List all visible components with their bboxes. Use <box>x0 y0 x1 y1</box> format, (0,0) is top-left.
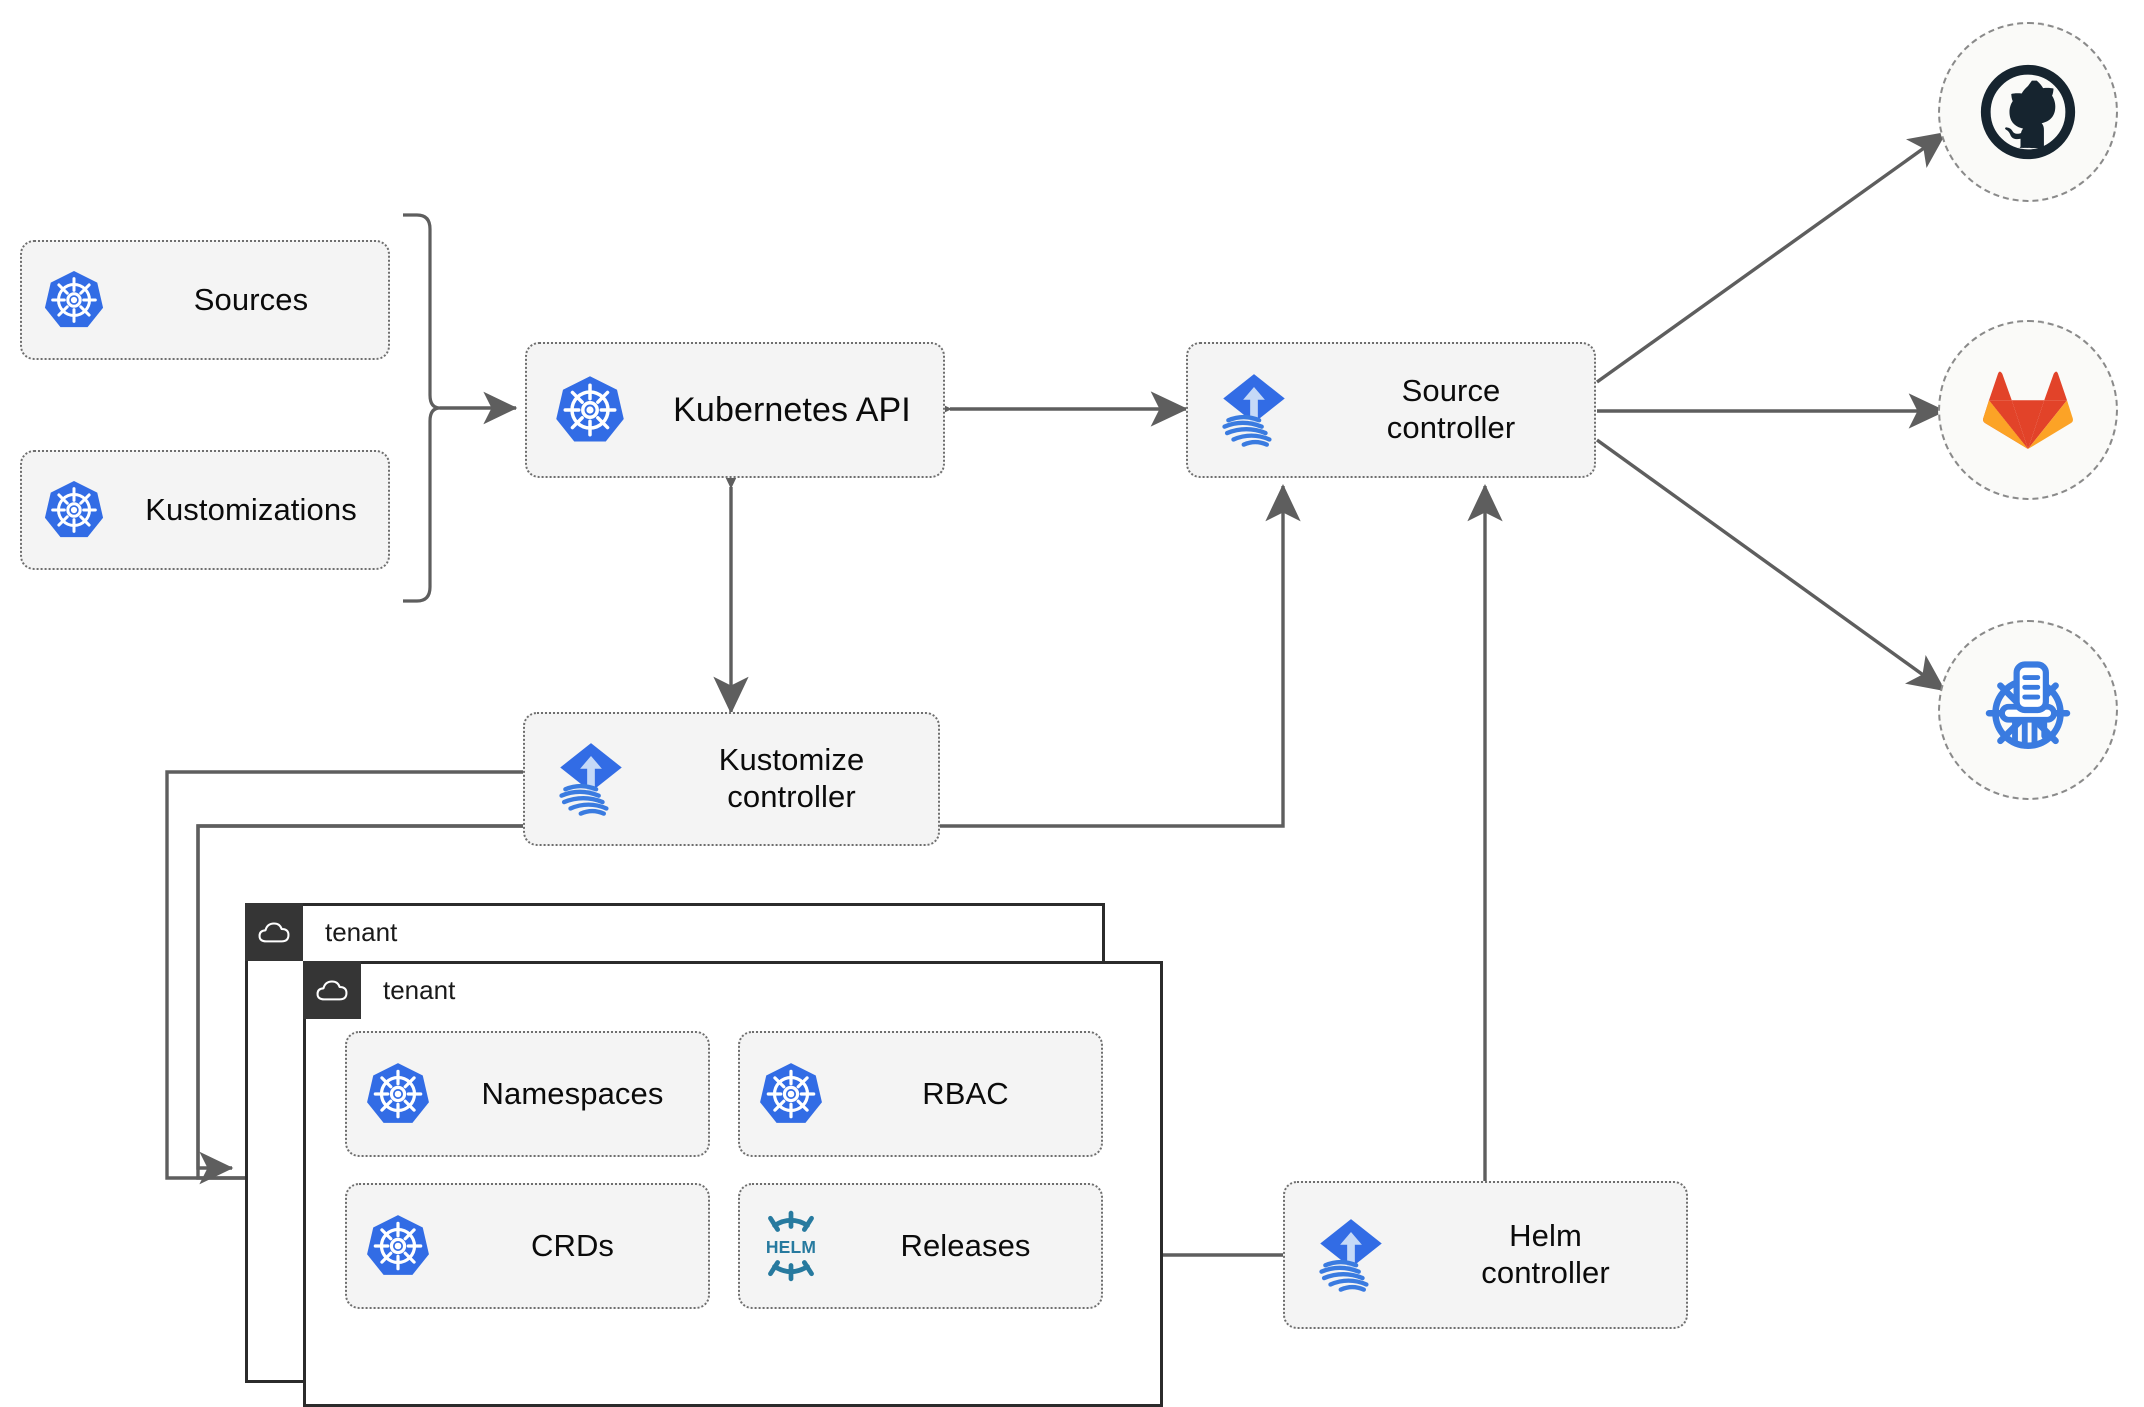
flux-icon <box>1188 369 1320 451</box>
tenant-header: tenant <box>245 903 397 961</box>
cloud-icon <box>245 903 303 961</box>
card-helm-controller[interactable]: Helm controller <box>1283 1181 1688 1329</box>
card-kustomize-controller[interactable]: Kustomize controller <box>523 712 940 846</box>
kubernetes-icon <box>22 479 126 541</box>
card-label: RBAC <box>922 1075 1009 1111</box>
card-label: Kustomize controller <box>718 742 865 814</box>
tenant-header: tenant <box>303 961 455 1019</box>
card-label: Source controller <box>1386 373 1516 445</box>
tenant-label: tenant <box>325 916 398 947</box>
edge-kustomize-to-source <box>940 483 1301 828</box>
card-label: Kubernetes API <box>673 390 911 429</box>
svg-text:HELM: HELM <box>766 1237 816 1257</box>
card-label: Kustomizations <box>145 491 357 527</box>
gitlab-icon <box>1983 371 2073 449</box>
kubernetes-icon <box>22 269 126 331</box>
helm-icon: HELM <box>740 1209 842 1283</box>
provider-helm-repository[interactable] <box>1938 620 2118 800</box>
card-label: Helm controller <box>1481 1218 1610 1290</box>
card-kubernetes-api[interactable]: Kubernetes API <box>525 342 945 478</box>
tenant-container-inner[interactable]: tenant Namespaces <box>303 961 1163 1407</box>
card-sources[interactable]: Sources <box>20 240 390 360</box>
github-icon <box>1980 64 2076 160</box>
kubernetes-icon <box>527 374 653 446</box>
kubernetes-icon <box>347 1213 449 1279</box>
card-source-controller[interactable]: Source controller <box>1186 342 1596 478</box>
flux-icon <box>1285 1214 1417 1296</box>
kubernetes-icon <box>347 1061 449 1127</box>
helm-chart-registry-icon <box>1985 661 2071 749</box>
card-label: Releases <box>900 1227 1031 1263</box>
card-rbac[interactable]: RBAC <box>738 1031 1103 1157</box>
flux-icon <box>525 738 657 820</box>
card-kustomizations[interactable]: Kustomizations <box>20 450 390 570</box>
card-namespaces[interactable]: Namespaces <box>345 1031 710 1157</box>
provider-gitlab[interactable] <box>1938 320 2118 500</box>
card-releases[interactable]: HELM Releases <box>738 1183 1103 1309</box>
edge-source-to-helm-repo <box>1596 438 1946 692</box>
card-label: Sources <box>193 281 309 317</box>
card-label: CRDs <box>530 1227 615 1263</box>
brace-connector <box>403 213 441 603</box>
kubernetes-icon <box>740 1061 842 1127</box>
provider-github[interactable] <box>1938 22 2118 202</box>
cloud-icon <box>303 961 361 1019</box>
tenant-label: tenant <box>383 974 456 1005</box>
edge-source-to-github <box>1596 131 1947 384</box>
card-crds[interactable]: CRDs <box>345 1183 710 1309</box>
card-label: Namespaces <box>481 1075 664 1111</box>
